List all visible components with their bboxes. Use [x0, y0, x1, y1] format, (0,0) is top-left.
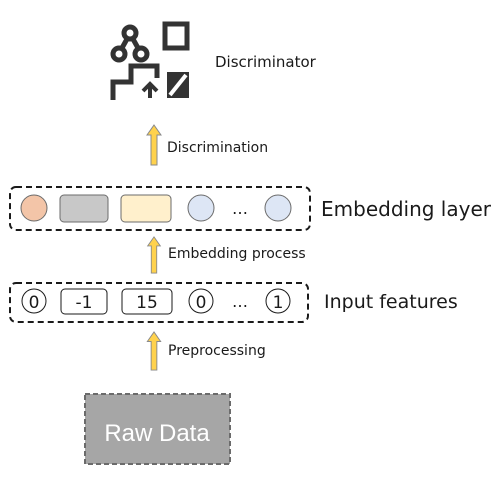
feature-cell-4 — [188, 288, 214, 314]
embedding-cell-1 — [20, 194, 48, 222]
feature-value-2: -1 — [76, 293, 93, 313]
embedding-ellipsis: … — [232, 199, 248, 218]
discrimination-label: Discrimination — [167, 140, 268, 156]
input-features-label: Input features — [324, 291, 458, 313]
embedding-cell-3 — [120, 194, 172, 223]
raw-data-label: Raw Data — [104, 420, 210, 447]
embedding-cell-5 — [264, 194, 292, 222]
embedding-layer-box — [9, 186, 311, 231]
feature-cell-1 — [21, 288, 47, 314]
feature-value-3: 15 — [136, 293, 158, 313]
feature-value-5: 1 — [273, 293, 284, 313]
discrimination-arrow — [146, 124, 162, 166]
feature-cell-5 — [265, 288, 291, 314]
embedding-process-label: Embedding process — [168, 246, 306, 262]
embedding-cell-2 — [59, 194, 109, 223]
embedding-process-arrow — [147, 236, 161, 274]
preprocessing-arrow — [146, 331, 162, 371]
embedding-layer-label: Embedding layer — [321, 197, 492, 221]
feature-value-1: 0 — [29, 293, 40, 313]
feature-value-4: 0 — [196, 293, 207, 313]
raw-data-box — [84, 393, 231, 465]
preprocessing-label: Preprocessing — [168, 343, 266, 359]
embedding-cell-4 — [187, 194, 215, 222]
input-features-box — [9, 282, 309, 323]
discriminator-network-icon — [110, 21, 190, 100]
discriminator-label: Discriminator — [215, 53, 317, 71]
feature-cell-3 — [121, 288, 173, 315]
feature-cell-2 — [60, 288, 108, 315]
feature-ellipsis: … — [232, 292, 248, 311]
